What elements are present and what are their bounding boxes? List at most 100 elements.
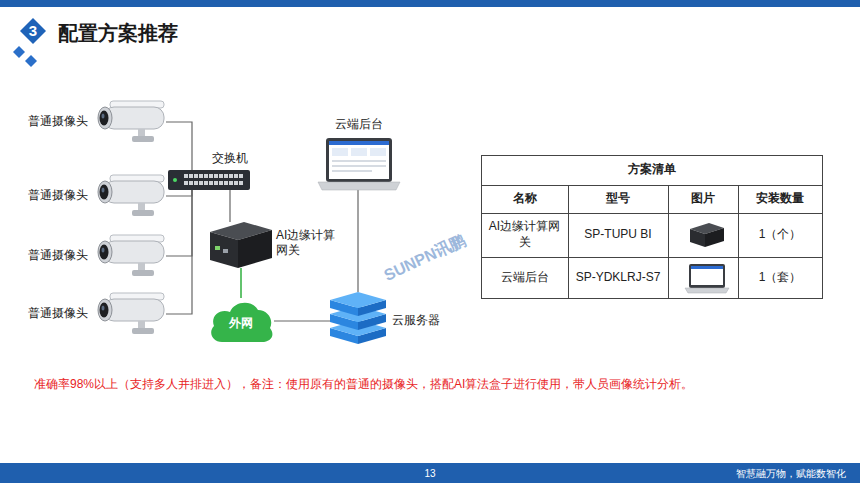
page-number: 13: [400, 464, 460, 483]
lens-glint: [102, 188, 105, 193]
camera-base: [132, 328, 154, 334]
camera-body: [104, 107, 164, 129]
switch-body: [168, 170, 250, 190]
gateway-side: [238, 230, 272, 268]
camera-bracket: [138, 321, 145, 329]
table-rule: [482, 185, 823, 186]
switch-port: [224, 174, 228, 178]
switch-port: [239, 174, 243, 178]
switch-port: [209, 174, 213, 178]
node-label: AI边缘计算网关: [276, 228, 338, 258]
connector-line: [166, 190, 192, 256]
camera-lens: [100, 185, 109, 200]
switch-port: [239, 181, 243, 185]
switch-port: [234, 181, 238, 185]
camera: 普通摄像头: [92, 234, 166, 278]
camera-lens: [100, 111, 109, 126]
camera-bracket: [138, 263, 145, 271]
switch-port: [204, 181, 208, 185]
table-header: 型号: [568, 185, 668, 213]
connector-line: [166, 122, 192, 170]
camera: 普通摄像头: [92, 100, 166, 144]
section-badge: 3: [20, 18, 46, 44]
laptop-picture: [691, 266, 723, 269]
node-label: 普通摄像头: [26, 306, 88, 321]
lens-glint: [102, 114, 105, 119]
table-rule: [482, 257, 823, 258]
screen-line: [332, 160, 386, 162]
badge-diamond: [20, 18, 46, 44]
table-rule: [482, 213, 823, 214]
laptop-picture: [691, 266, 723, 285]
camera-shape: [92, 234, 166, 278]
camera-base: [132, 136, 154, 142]
switch-port: [219, 181, 223, 185]
table-cell: SP-YDKLRJ-S7: [568, 257, 668, 298]
node-label: 交换机: [208, 151, 252, 166]
switch-port: [209, 181, 213, 185]
camera-bracket: [138, 203, 145, 211]
switch-port: [194, 181, 198, 185]
connector-line: [166, 190, 192, 196]
table-cell: SP-TUPU BI: [568, 213, 668, 257]
watermark: SUNPN讯鹏: [377, 229, 472, 288]
screen-card: [332, 148, 348, 156]
table-cell: 1（个）: [738, 213, 822, 257]
internet-cloud: 外网: [208, 298, 274, 344]
screen-card: [370, 148, 386, 156]
cloud-server: 云服务器: [330, 292, 386, 348]
table-header: 图片: [668, 185, 738, 213]
node-label: 普通摄像头: [26, 114, 88, 129]
table-header: 安装数量: [738, 185, 822, 213]
camera: 普通摄像头: [92, 174, 166, 218]
top-bar: [0, 0, 860, 7]
camera-lens: [100, 245, 109, 260]
laptop-bezel: [326, 138, 392, 182]
edge-gateway: AI边缘计算网关: [210, 222, 272, 268]
switch-port: [219, 174, 223, 178]
laptop-base: [318, 182, 400, 190]
connector-line: [274, 320, 330, 321]
screen-card: [351, 148, 367, 156]
switch-led: [173, 178, 177, 182]
table-rule: [668, 186, 669, 299]
camera-ring: [98, 181, 112, 203]
connector-line: [166, 190, 192, 314]
camera-bracket: [138, 129, 145, 137]
camera-ring: [98, 107, 112, 129]
node-label: 3: [20, 22, 46, 41]
lens-glint: [102, 248, 105, 253]
gateway-port: [215, 246, 220, 250]
camera-shape: [92, 100, 166, 144]
gateway-picture: [690, 229, 705, 247]
bottom-bar: [0, 463, 860, 483]
switch-port: [194, 174, 198, 178]
connector-line: [229, 190, 230, 222]
node-label: 云服务器: [392, 313, 450, 328]
camera-ring: [98, 299, 112, 321]
deco-diamond: [25, 55, 37, 67]
camera-ring: [98, 241, 112, 263]
camera-body: [104, 299, 164, 321]
table-header: 名称: [481, 185, 568, 213]
laptop-picture: [685, 288, 729, 293]
table-cell: 1（套）: [738, 257, 822, 298]
connector-line: [240, 268, 242, 298]
switch-port: [214, 174, 218, 178]
laptop-shape: [318, 138, 400, 190]
table-title: 方案清单: [481, 155, 822, 185]
server-slab-top: [330, 292, 386, 308]
switch-port: [189, 174, 193, 178]
switch-port: [214, 181, 218, 185]
switch-port: [204, 174, 208, 178]
node-label: 普通摄像头: [26, 248, 88, 263]
node-label: 云端后台: [318, 117, 400, 132]
screen-line: [332, 165, 386, 167]
node-label: 普通摄像头: [26, 188, 88, 203]
table-cell: AI边缘计算网关: [481, 213, 568, 257]
table-frame: [482, 156, 823, 299]
camera: 普通摄像头: [92, 292, 166, 336]
switch-shape: [168, 170, 250, 190]
camera-body: [104, 241, 164, 263]
screen-line: [332, 170, 372, 172]
